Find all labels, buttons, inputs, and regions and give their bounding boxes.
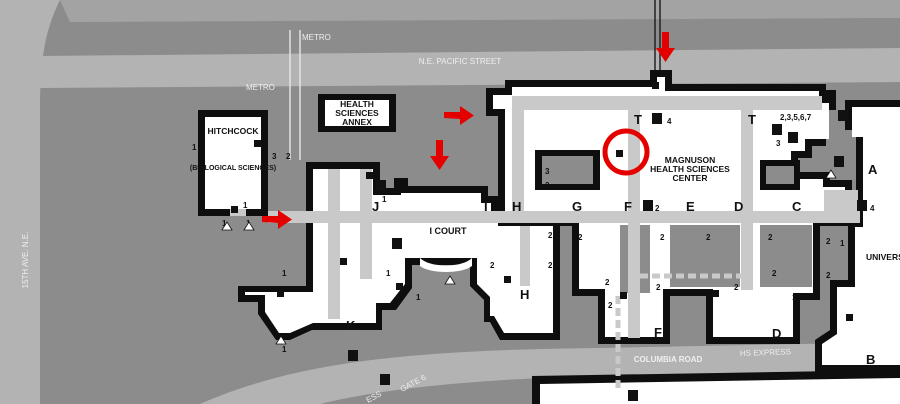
stair-1e: 1 bbox=[386, 269, 391, 278]
stair-2i: 2 bbox=[772, 269, 777, 278]
stair-1k: 1 bbox=[382, 195, 387, 204]
wing-i: I bbox=[484, 199, 488, 214]
wing-j: J bbox=[372, 199, 379, 214]
stair-2f: 2 bbox=[706, 233, 711, 242]
restroom-icon bbox=[231, 82, 853, 321]
wing-c: C bbox=[792, 199, 802, 214]
stair-2c: 2 bbox=[578, 233, 583, 242]
street-columbia: COLUMBIA ROAD bbox=[634, 355, 703, 364]
stair-2d: 2 bbox=[605, 278, 610, 287]
arrow-down-icon bbox=[430, 32, 675, 170]
hs-express-label: HS EXPRESS bbox=[740, 347, 791, 358]
stair-2m: 2 bbox=[734, 283, 739, 292]
stair-1d: 1 bbox=[282, 269, 287, 278]
university-building[interactable] bbox=[815, 100, 900, 372]
stair-2g: 2 bbox=[768, 233, 773, 242]
m-stair-3: 3 bbox=[776, 139, 781, 148]
t-floor-4: 4 bbox=[667, 117, 672, 126]
west-wing[interactable] bbox=[238, 162, 560, 340]
hitchcock-building[interactable] bbox=[198, 110, 268, 216]
wing-k: K bbox=[346, 318, 356, 333]
wheelchair-icon bbox=[348, 110, 848, 401]
phone-icon bbox=[380, 113, 867, 385]
wing-d: D bbox=[734, 199, 743, 214]
stair-2k: 2 bbox=[656, 283, 661, 292]
wing-e: E bbox=[686, 199, 695, 214]
hitch-stair-3: 3 bbox=[272, 152, 277, 161]
stair-2e: 2 bbox=[660, 233, 665, 242]
hitchcock-sub-label: (BIOLOGICAL SCIENCES) bbox=[190, 165, 276, 172]
stair-1l: 1 bbox=[840, 239, 845, 248]
i-court-label: I COURT bbox=[430, 226, 468, 236]
stair-2l: 2 bbox=[608, 301, 613, 310]
magnuson-label-3: CENTER bbox=[673, 173, 708, 183]
highlight-circle-icon bbox=[602, 128, 650, 176]
magnuson-core[interactable] bbox=[486, 70, 852, 344]
stair-2j: 2 bbox=[826, 271, 831, 280]
wing-h-2: H bbox=[520, 287, 529, 302]
wing-b: B bbox=[866, 352, 875, 367]
t-floors-elevator: 2,3,5,6,7 bbox=[780, 113, 812, 122]
stair-1b: 1 bbox=[222, 219, 227, 228]
wing-f: F bbox=[624, 199, 632, 214]
street-15th-ave: 15TH AVE. N.E. bbox=[21, 232, 30, 289]
hitchcock-label: HITCHCOCK bbox=[208, 126, 260, 136]
wing-g: G bbox=[572, 199, 582, 214]
wing-h: H bbox=[512, 199, 521, 214]
c-floor-4: 4 bbox=[870, 204, 875, 213]
annex-building[interactable] bbox=[318, 94, 396, 132]
metro-top-label: METRO bbox=[302, 33, 331, 42]
stair-2n: 2 bbox=[490, 261, 495, 270]
wing-d-2: D bbox=[772, 326, 781, 341]
f-floor-2: 2 bbox=[655, 204, 660, 213]
wing-t: T bbox=[634, 112, 642, 127]
south-building bbox=[532, 370, 900, 404]
annex-label-2: SCIENCES bbox=[335, 108, 379, 118]
wing-t-2: T bbox=[748, 112, 756, 127]
hitch-stair-1: 1 bbox=[243, 201, 248, 210]
wing-f-2: F bbox=[654, 325, 662, 340]
stair-icon bbox=[221, 169, 837, 345]
stair-1j: 1 bbox=[792, 293, 797, 302]
stair-1g: 1 bbox=[282, 345, 287, 354]
wing-a: A bbox=[868, 162, 878, 177]
magnuson-label-1: MAGNUSON bbox=[665, 155, 716, 165]
street-pacific: N.E. PACIFIC STREET bbox=[419, 57, 502, 66]
metro-bottom-label: METRO bbox=[246, 83, 275, 92]
magnuson-label-2: HEALTH SCIENCES bbox=[650, 164, 730, 174]
hitch-stair-2: 2 bbox=[286, 152, 291, 161]
arrow-right-icon bbox=[262, 106, 474, 229]
annex-label-3: ANNEX bbox=[342, 117, 372, 127]
stair-1: 1 bbox=[192, 143, 197, 152]
g-stair-3b: 3 bbox=[545, 181, 550, 190]
stair-2a: 2 bbox=[548, 231, 553, 240]
stair-2b: 2 bbox=[548, 261, 553, 270]
annex-label-1: HEALTH bbox=[340, 99, 374, 109]
stair-2h: 2 bbox=[826, 237, 831, 246]
university-label: UNIVERS bbox=[866, 252, 900, 262]
stair-1i: 1 bbox=[480, 289, 485, 298]
stair-1f: 1 bbox=[416, 293, 421, 302]
g-stair-3a: 3 bbox=[545, 167, 550, 176]
